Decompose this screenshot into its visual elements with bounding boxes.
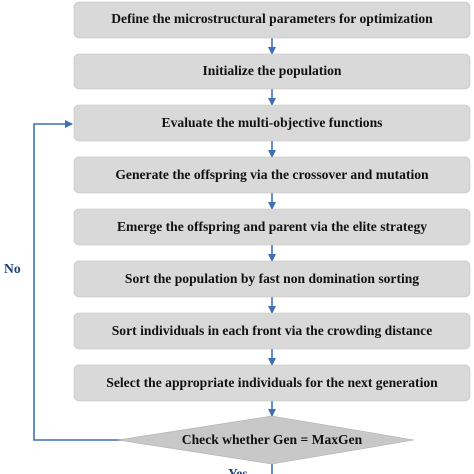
step-label-5: Emerge the offspring and parent via the … [117, 219, 427, 234]
step-box-7: Sort individuals in each front via the c… [73, 312, 471, 350]
step-box-1: Define the microstructural parameters fo… [73, 1, 471, 39]
step-box-2: Initialize the population [73, 53, 471, 90]
decision-label: Check whether Gen = MaxGen [182, 432, 363, 447]
step-label-4: Generate the offspring via the crossover… [115, 167, 429, 182]
no-branch-label: No [4, 261, 21, 276]
step-label-7: Sort individuals in each front via the c… [112, 323, 433, 338]
step-box-8: Select the appropriate individuals for t… [73, 364, 471, 402]
step-label-8: Select the appropriate individuals for t… [106, 375, 438, 390]
step-label-6: Sort the population by fast non dominati… [125, 271, 419, 286]
step-box-6: Sort the population by fast non dominati… [73, 260, 471, 298]
step-label-1: Define the microstructural parameters fo… [111, 11, 433, 26]
yes-branch-label: Yes [228, 466, 248, 474]
step-box-5: Emerge the offspring and parent via the … [73, 208, 471, 246]
loop-back-connector [33, 120, 140, 441]
step-box-3: Evaluate the multi-objective functions [73, 104, 471, 142]
step-box-4: Generate the offspring via the crossover… [73, 156, 471, 194]
step-label-2: Initialize the population [203, 63, 342, 78]
step-label-3: Evaluate the multi-objective functions [162, 115, 383, 130]
decision-node: Check whether Gen = MaxGen [117, 415, 415, 465]
